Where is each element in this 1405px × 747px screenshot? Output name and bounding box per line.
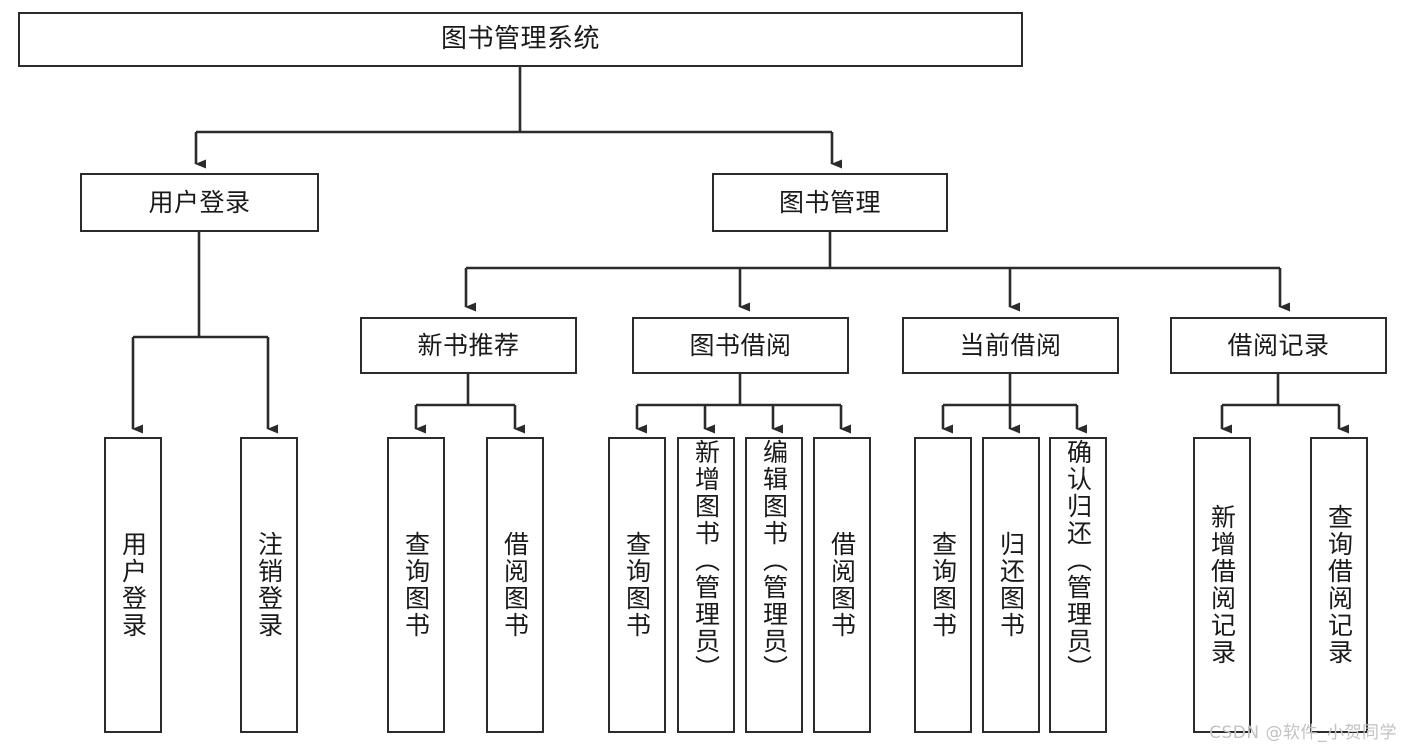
leaf-user-login[interactable]: 用户登录: [104, 437, 162, 733]
leaf-confirm-return-admin[interactable]: 确认归还（管理员）: [1049, 437, 1107, 733]
leaf-add-borrow-record[interactable]: 新增借阅记录: [1193, 437, 1251, 733]
leaf-borrow-books-recommend[interactable]: 借阅图书: [486, 437, 544, 733]
node-label: 用户登录: [148, 187, 251, 217]
node-root-library-system[interactable]: 图书管理系统: [18, 12, 1023, 67]
node-label: 图书借阅: [689, 330, 792, 360]
node-label: 新书推荐: [417, 330, 520, 360]
node-label: 查询图书: [622, 531, 652, 639]
node-borrow-records[interactable]: 借阅记录: [1170, 317, 1387, 374]
leaf-edit-book-admin[interactable]: 编辑图书（管理员）: [745, 437, 803, 733]
node-label: 借阅图书: [500, 531, 530, 639]
node-label: 借阅图书: [827, 531, 857, 639]
leaf-query-borrow-record[interactable]: 查询借阅记录: [1310, 437, 1368, 733]
node-label: 借阅记录: [1227, 330, 1330, 360]
leaf-query-books-borrow[interactable]: 查询图书: [608, 437, 666, 733]
node-label: 归还图书: [996, 531, 1026, 639]
leaf-logout[interactable]: 注销登录: [240, 437, 298, 733]
node-book-management[interactable]: 图书管理: [712, 173, 948, 232]
node-user-login[interactable]: 用户登录: [80, 173, 319, 232]
leaf-add-book-admin[interactable]: 新增图书（管理员）: [677, 437, 735, 733]
node-label: 查询图书: [401, 531, 431, 639]
leaf-return-book[interactable]: 归还图书: [982, 437, 1040, 733]
node-label: 图书管理系统: [440, 23, 600, 54]
node-label: 图书管理: [778, 187, 881, 217]
node-label: 新增图书（管理员）: [691, 439, 721, 682]
leaf-borrow-book[interactable]: 借阅图书: [813, 437, 871, 733]
node-label: 用户登录: [118, 531, 148, 639]
node-new-book-recommend[interactable]: 新书推荐: [360, 317, 577, 374]
watermark-text: CSDN @软件_小贺同学: [1209, 723, 1397, 743]
node-label: 新增借阅记录: [1207, 504, 1237, 666]
node-label: 编辑图书（管理员）: [759, 439, 789, 682]
node-book-borrow[interactable]: 图书借阅: [632, 317, 849, 374]
node-label: 注销登录: [254, 531, 284, 639]
node-label: 查询借阅记录: [1324, 504, 1354, 666]
node-label: 当前借阅: [959, 330, 1062, 360]
node-label: 确认归还（管理员）: [1063, 439, 1093, 682]
leaf-query-books-current[interactable]: 查询图书: [914, 437, 972, 733]
leaf-query-books-recommend[interactable]: 查询图书: [387, 437, 445, 733]
node-label: 查询图书: [928, 531, 958, 639]
node-current-borrow[interactable]: 当前借阅: [902, 317, 1119, 374]
